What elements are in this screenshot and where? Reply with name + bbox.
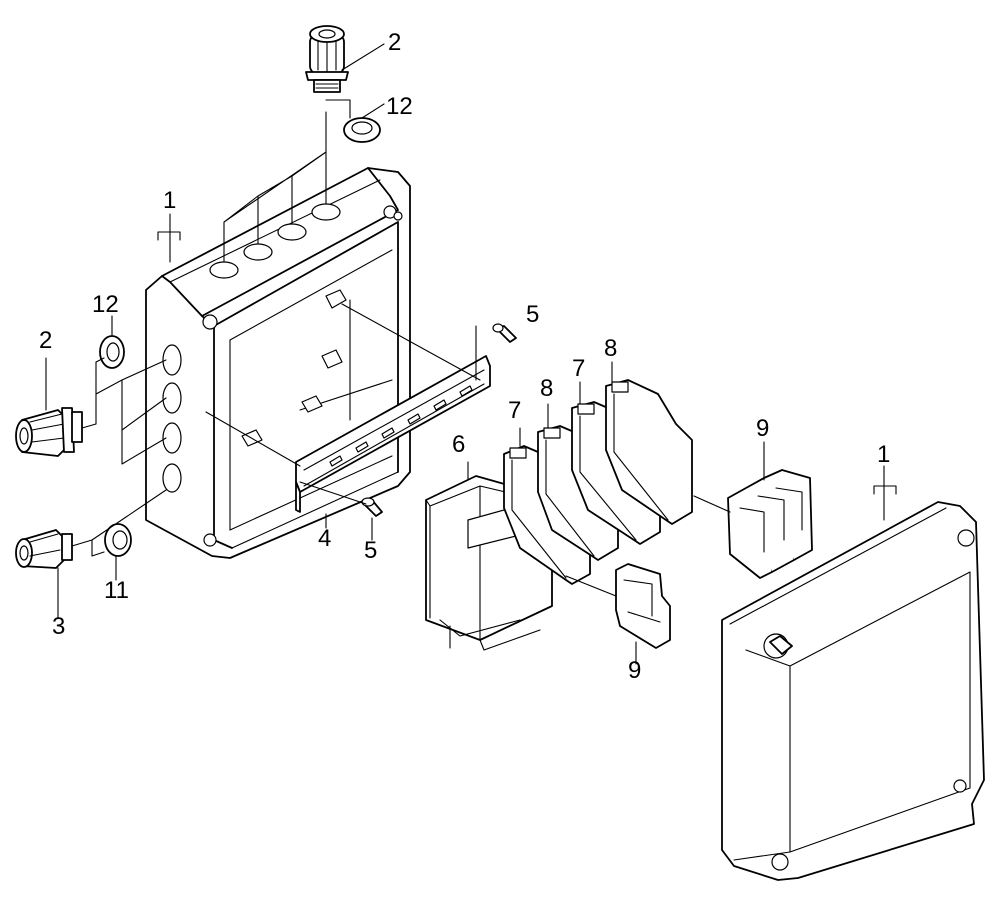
callout-leaders [45, 43, 765, 665]
sealing-ring-top [325, 99, 381, 143]
callout-2-left: 2 [39, 327, 52, 354]
callout-1-lid: 1 [877, 441, 890, 468]
callout-9-right: 9 [756, 415, 769, 442]
callout-9-bottom: 9 [628, 657, 641, 684]
callout-12-left: 12 [92, 291, 119, 318]
callout-6: 6 [452, 431, 465, 458]
callout-11: 11 [104, 577, 129, 604]
callout-bracket-lid [873, 465, 897, 521]
cable-gland-left [15, 407, 83, 457]
callout-8-b: 8 [604, 335, 617, 362]
module-8-left [537, 425, 619, 561]
cable-gland-small [15, 529, 73, 569]
callout-3: 3 [52, 613, 65, 640]
screw-top [492, 323, 517, 343]
screw-bottom [299, 481, 383, 517]
callout-8-a: 8 [540, 375, 553, 402]
callout-4: 4 [318, 525, 331, 552]
terminal-block-right [693, 469, 813, 579]
callout-12-top: 12 [386, 93, 413, 120]
callout-labels: 1 1 2 2 3 4 5 5 6 7 7 8 8 9 9 11 12 12 [39, 29, 890, 684]
callout-7-b: 7 [572, 355, 585, 382]
enclosure-lid [721, 501, 985, 881]
callout-bracket-box [157, 213, 181, 263]
callout-2-top: 2 [388, 29, 401, 56]
callout-5-top: 5 [526, 301, 539, 328]
cable-gland-top [305, 25, 349, 93]
callout-7-a: 7 [508, 397, 521, 424]
module-8-right [605, 379, 693, 525]
callout-1-box: 1 [163, 187, 176, 214]
din-rail [205, 303, 491, 513]
terminal-block-bottom [565, 563, 671, 649]
sealing-ring-left [99, 335, 125, 369]
top-hole-leaders [223, 111, 327, 263]
sealing-ring-11 [71, 489, 167, 557]
side-hole-leaders [81, 357, 167, 465]
callout-5-bottom: 5 [364, 537, 377, 564]
